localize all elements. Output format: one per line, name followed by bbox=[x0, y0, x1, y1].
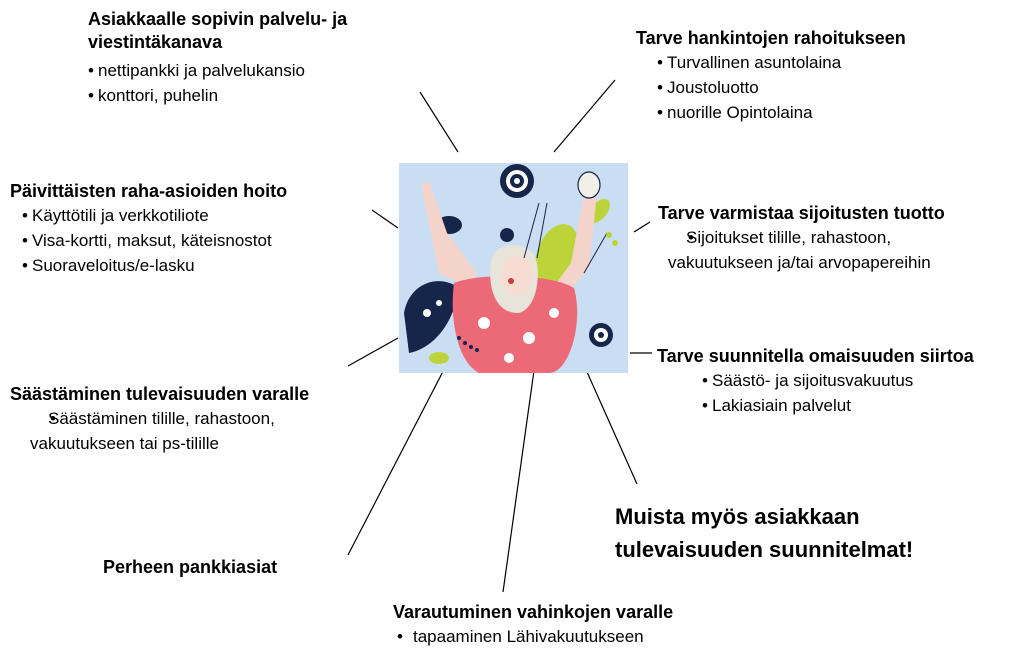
bullet-icon: • bbox=[702, 393, 712, 418]
bullet-icon: • bbox=[657, 100, 667, 125]
list-item: •Suoraveloitus/e-lasku bbox=[22, 253, 287, 278]
list-item: •tapaaminen Lähivakuutukseen bbox=[393, 624, 673, 649]
bullet-icon: • bbox=[22, 203, 32, 228]
face bbox=[501, 255, 533, 295]
node-title: Tarve hankintojen rahoitukseen bbox=[636, 27, 906, 50]
connector-reminder bbox=[587, 372, 637, 484]
node-title: Varautuminen vahinkojen varalle bbox=[393, 601, 673, 624]
list-item: •Käyttötili ja verkkotiliote bbox=[22, 203, 287, 228]
node-title: Tarve varmistaa sijoitusten tuotto bbox=[658, 202, 998, 225]
list-item: •Joustoluotto bbox=[657, 75, 906, 100]
node-insurance: Varautuminen vahinkojen varalle •tapaami… bbox=[393, 601, 673, 649]
list-item: •Lakiasiain palvelut bbox=[702, 393, 974, 418]
node-family: Perheen pankkiasiat bbox=[103, 556, 277, 579]
list-item: •nettipankki ja palvelukansio bbox=[88, 58, 388, 83]
node-daily: Päivittäisten raha-asioiden hoito •Käytt… bbox=[10, 180, 287, 278]
node-title: Perheen pankkiasiat bbox=[103, 556, 277, 579]
bullet-icon: • bbox=[40, 406, 48, 431]
node-saving: Säästäminen tulevaisuuden varalle •Sääst… bbox=[10, 383, 340, 456]
list-item: •Säästäminen tilille, rahastoon, vakuutu… bbox=[10, 406, 340, 456]
node-title: Päivittäisten raha-asioiden hoito bbox=[10, 180, 287, 203]
connector-daily bbox=[372, 210, 398, 228]
bird-small bbox=[500, 228, 514, 242]
node-title: Tarve suunnitella omaisuuden siirtoa bbox=[657, 345, 974, 368]
node-returns: Tarve varmistaa sijoitusten tuotto •Sijo… bbox=[658, 202, 998, 275]
bullet-icon: • bbox=[88, 83, 98, 108]
list-item: •Säästö- ja sijoitusvakuutus bbox=[702, 368, 974, 393]
node-transfer: Tarve suunnitella omaisuuden siirtoa •Sä… bbox=[657, 345, 974, 418]
connector-financing bbox=[554, 80, 615, 152]
node-financing: Tarve hankintojen rahoitukseen •Turvalli… bbox=[636, 27, 906, 125]
mandala-flower-top bbox=[500, 164, 534, 198]
node-title: Asiakkaalle sopivin palvelu- ja viestint… bbox=[88, 8, 388, 54]
mandala-flower-right bbox=[589, 323, 613, 347]
connector-saving bbox=[348, 338, 398, 366]
list-item: •Visa-kortti, maksut, käteisnostot bbox=[22, 228, 287, 253]
bullet-icon: • bbox=[88, 58, 98, 83]
list-item: •Sijoitukset tilille, rahastoon, vakuutu… bbox=[658, 225, 978, 275]
bullet-icon: • bbox=[22, 253, 32, 278]
green-leaf-bottom bbox=[429, 352, 449, 364]
connector-returns bbox=[634, 222, 650, 232]
list-item: •konttori, puhelin bbox=[88, 83, 388, 108]
connector-insurance bbox=[503, 342, 538, 592]
center-illustration bbox=[399, 163, 628, 373]
node-channel: Asiakkaalle sopivin palvelu- ja viestint… bbox=[88, 8, 388, 108]
bullet-icon: • bbox=[702, 368, 712, 393]
node-title: Säästäminen tulevaisuuden varalle bbox=[10, 383, 340, 406]
bullet-icon: • bbox=[22, 228, 32, 253]
connector-channel bbox=[420, 92, 458, 152]
held-object bbox=[578, 172, 600, 198]
bullet-icon: • bbox=[678, 225, 686, 250]
reminder-text: Muista myös asiakkaan tulevaisuuden suun… bbox=[615, 500, 995, 566]
list-item: •nuorille Opintolaina bbox=[657, 100, 906, 125]
connector-family bbox=[348, 356, 451, 555]
bullet-icon: • bbox=[657, 75, 667, 100]
bullet-icon: • bbox=[657, 50, 667, 75]
bullet-icon: • bbox=[397, 624, 413, 649]
list-item: •Turvallinen asuntolaina bbox=[657, 50, 906, 75]
